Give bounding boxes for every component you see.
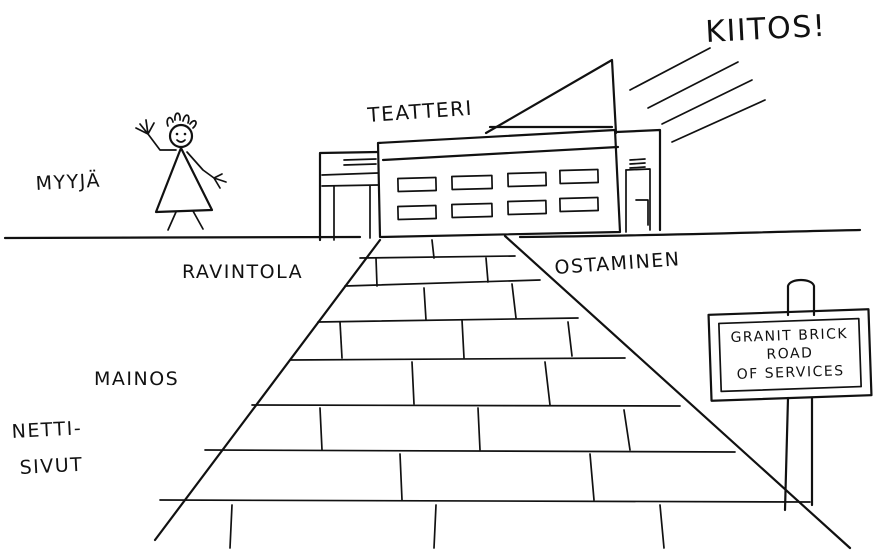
label-nettisivut-line2: SIVUT [19, 454, 84, 479]
speed-lines [630, 48, 765, 142]
stick-figure [136, 113, 226, 230]
label-kiitos: KIITOS! [705, 9, 828, 50]
label-teatteri: TEATTERI [366, 96, 474, 127]
sign-line-1: GRANIT BRICK [730, 326, 848, 346]
signpost [709, 280, 872, 510]
label-nettisivut-line1: NETTI- [11, 417, 83, 443]
sign-text: GRANIT BRICK ROAD OF SERVICES [730, 326, 849, 383]
theatre-building [320, 60, 660, 240]
label-ostaminen: OSTAMINEN [554, 248, 681, 279]
sign-line-2: ROAD [766, 345, 813, 363]
label-ravintola: RAVINTOLA [182, 261, 303, 283]
label-myyja: MYYJÄ [35, 169, 101, 195]
sign-line-3: OF SERVICES [736, 363, 844, 383]
label-mainos: MAINOS [94, 368, 179, 390]
